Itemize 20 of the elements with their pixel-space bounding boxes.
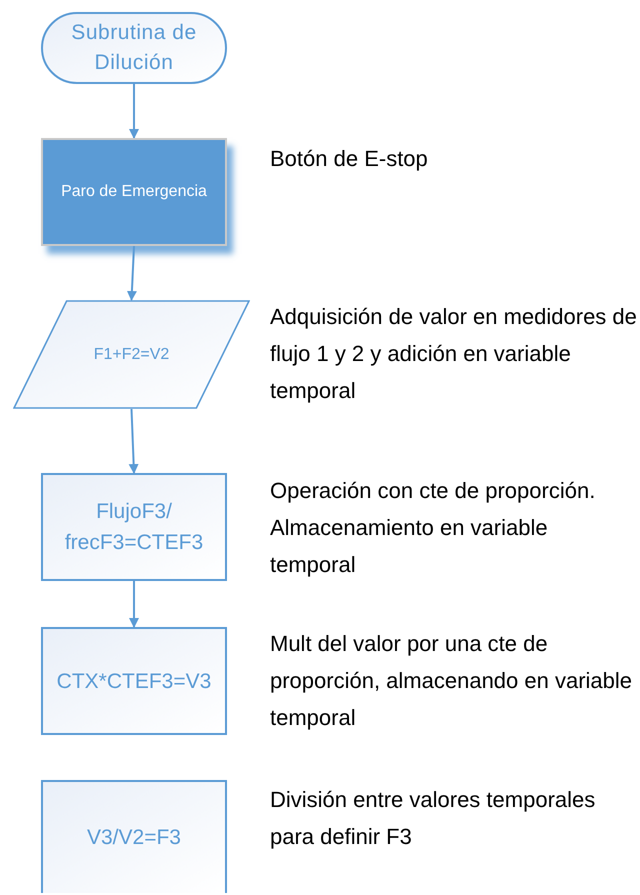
- note-text: Adquisición de valor en medidores de flujo 1 y 2 y adición en variable temporal: [270, 303, 638, 405]
- node-label: CTX*CTEF3=V3: [56, 668, 212, 694]
- node-label: FlujoF3/ frecF3=CTEF3: [64, 499, 204, 556]
- note-text: Operación con cte de proporción. Almacenamiento en variable temporal: [270, 477, 596, 579]
- note-text: División entre valores temporales para definir F3: [270, 786, 596, 851]
- note-text: Botón de E-stop: [270, 145, 429, 173]
- process-box: [41, 627, 227, 735]
- node-label: F1+F2=V2: [94, 344, 170, 364]
- arrow: [129, 84, 139, 139]
- arrow: [126, 246, 137, 301]
- node-label: Paro de Emergencia: [61, 182, 207, 202]
- process-box: [41, 780, 227, 893]
- node-label: V3/V2=F3: [87, 825, 181, 851]
- process-box: [41, 473, 227, 581]
- arrow: [129, 581, 139, 628]
- node-label: Subrutina de Dilución: [70, 20, 198, 76]
- note-text: Mult del valor por una cte de proporción, almacenando en variable temporal: [270, 630, 634, 732]
- parallelogram-shape: [13, 300, 250, 409]
- process-box: [41, 138, 227, 246]
- arrow: [128, 408, 139, 474]
